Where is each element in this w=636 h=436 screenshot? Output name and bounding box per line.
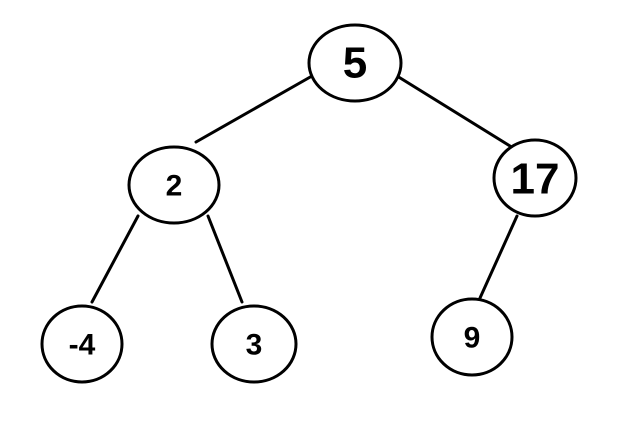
edge-17-9 (478, 214, 519, 300)
node-circle (492, 138, 578, 218)
edge-2-neg4 (90, 214, 140, 304)
node-circle (40, 304, 124, 384)
node-label: 5 (343, 39, 367, 88)
tree-node-neg4: -4 (40, 304, 124, 384)
edge-5-2 (194, 74, 314, 144)
node-circle (210, 304, 298, 384)
node-circle (307, 23, 403, 103)
node-label: 2 (166, 170, 183, 203)
tree-node-2: 2 (127, 145, 221, 225)
node-circle (127, 145, 221, 225)
node-label: 3 (246, 329, 263, 362)
tree-node-17: 17 (492, 138, 578, 218)
tree-edges (90, 74, 519, 304)
node-label: 9 (464, 322, 481, 355)
tree-node-3: 3 (210, 304, 298, 384)
node-circle (430, 297, 514, 377)
node-label: 17 (511, 155, 560, 204)
tree-node-5: 5 (307, 23, 403, 103)
edge-2-3 (206, 214, 244, 304)
edge-5-17 (395, 74, 512, 148)
node-label: -4 (69, 329, 96, 362)
tree-node-9: 9 (430, 297, 514, 377)
